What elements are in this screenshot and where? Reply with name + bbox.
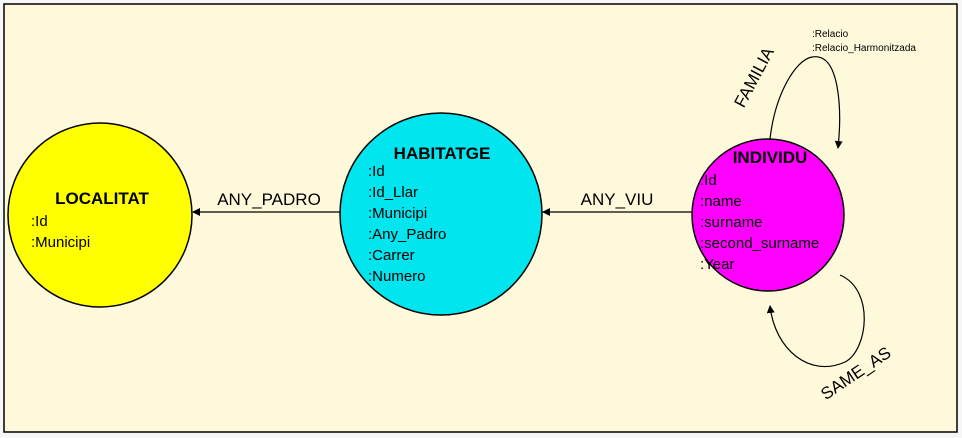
relation-familia-arrow	[769, 56, 843, 149]
node-individu-prop-id: :Id	[700, 172, 717, 189]
node-localitat-prop-municipi: :Municipi	[31, 234, 90, 251]
relation-any-padro[interactable]: ANY_PADRO	[192, 190, 340, 216]
node-habitatge-prop-id-llar: :Id_Llar	[368, 184, 418, 201]
node-individu[interactable]: INDIVIDU :Id :name :surname :second_surn…	[691, 138, 845, 292]
node-habitatge-prop-id: :Id	[368, 163, 385, 180]
relation-any-padro-label: ANY_PADRO	[217, 190, 321, 209]
node-localitat[interactable]: LOCALITAT :Id :Municipi	[7, 122, 193, 308]
node-localitat-title: LOCALITAT	[55, 189, 149, 208]
node-individu-prop-surname: :surname	[700, 214, 763, 231]
node-habitatge-prop-any-padro: :Any_Padro	[368, 226, 446, 243]
node-individu-title: INDIVIDU	[733, 148, 808, 167]
node-habitatge-title: HABITATGE	[394, 144, 491, 163]
node-individu-circle	[691, 138, 845, 292]
node-habitatge-prop-carrer: :Carrer	[368, 247, 415, 264]
node-individu-prop-second-surname: :second_surname	[700, 235, 819, 252]
relation-familia-prop-relacio: :Relacio	[812, 29, 849, 40]
node-individu-prop-name: :name	[700, 193, 742, 210]
relation-same-as-arrow	[766, 274, 865, 368]
node-localitat-prop-id: :Id	[31, 213, 48, 230]
node-habitatge[interactable]: HABITATGE :Id :Id_Llar :Municipi :Any_Pa…	[339, 112, 543, 316]
relation-any-viu-label: ANY_VIU	[581, 190, 654, 209]
relation-any-viu[interactable]: ANY_VIU	[542, 190, 692, 216]
relation-familia-prop-relacio-harmonitzada: :Relacio_Harmonitzada	[812, 43, 916, 54]
node-individu-prop-year: :Year	[700, 256, 734, 273]
node-habitatge-prop-municipi: :Municipi	[368, 205, 427, 222]
node-habitatge-prop-numero: :Numero	[368, 268, 426, 285]
